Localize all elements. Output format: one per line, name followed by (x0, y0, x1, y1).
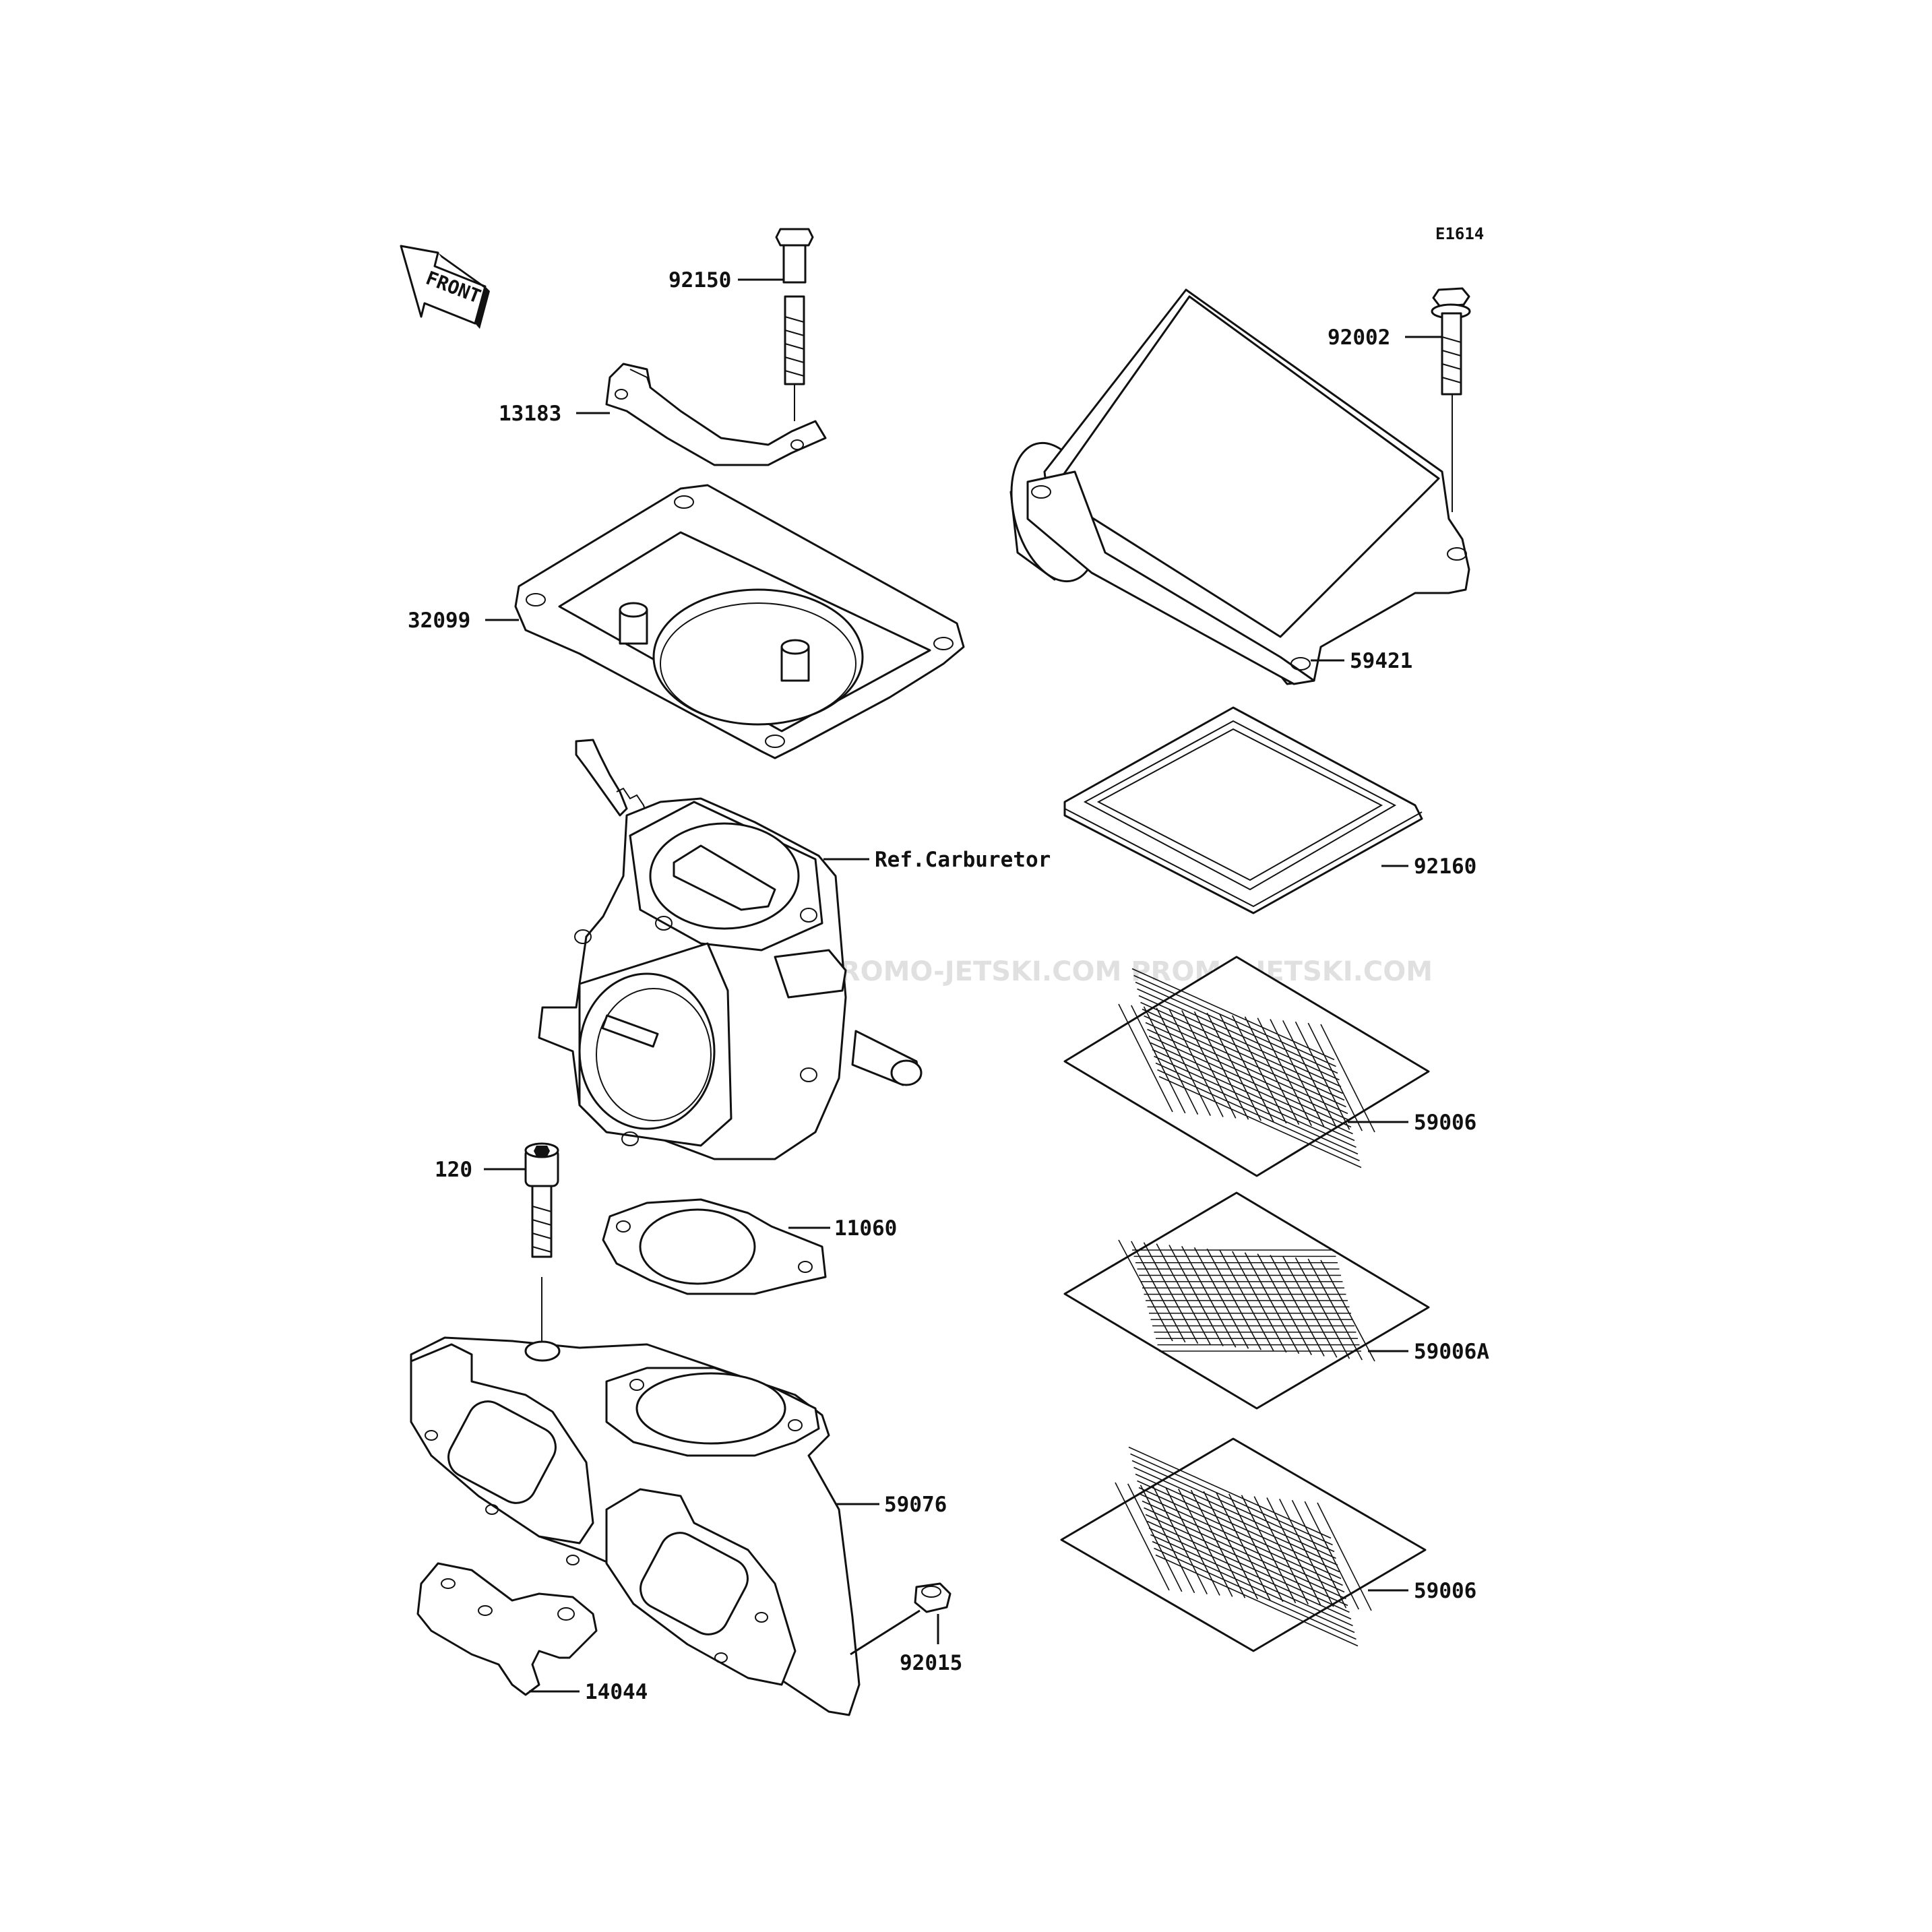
part-label-59421: 59421 (1350, 649, 1412, 673)
part-label-59006a: 59006A (1414, 1340, 1489, 1364)
flange-bolt-part (1431, 287, 1471, 512)
nut-part (914, 1582, 952, 1613)
part-label-carburetor: Ref.Carburetor (875, 848, 1051, 872)
screen-3-part (1060, 1437, 1427, 1652)
bracket-part (605, 363, 827, 466)
part-label-13183: 13183 (499, 402, 561, 426)
part-label-92002: 92002 (1328, 325, 1390, 350)
cover-part (1009, 288, 1470, 685)
part-label-59076: 59076 (884, 1493, 947, 1517)
part-label-11060: 11060 (834, 1216, 897, 1241)
manifold-part (410, 1336, 861, 1716)
part-label-92160: 92160 (1414, 854, 1476, 879)
socket-bolt-part (524, 1142, 559, 1361)
screen-2-part (1063, 1191, 1430, 1410)
part-label-92015: 92015 (900, 1651, 962, 1675)
part-label-59006-a: 59006 (1414, 1111, 1476, 1135)
carburetor-part (538, 739, 923, 1160)
front-arrow-icon: FRONT (400, 245, 490, 329)
screen-1-mesh (1118, 968, 1375, 1168)
seal-part (1063, 706, 1423, 914)
part-label-120: 120 (435, 1158, 472, 1182)
part-label-32099: 32099 (408, 609, 470, 633)
part-label-14044: 14044 (585, 1680, 648, 1704)
screen-3-mesh (1115, 1446, 1372, 1647)
part-label-92150: 92150 (668, 268, 731, 292)
screen-1-part (1063, 956, 1430, 1177)
part-label-59006-b: 59006 (1414, 1579, 1476, 1603)
gasket-part (602, 1198, 827, 1295)
screen-2-mesh (1118, 1239, 1375, 1362)
bolt-top-part (775, 228, 814, 421)
case-lower-part (514, 484, 965, 759)
reference-id: E1614 (1435, 224, 1484, 243)
mount-bracket-part (416, 1562, 598, 1696)
